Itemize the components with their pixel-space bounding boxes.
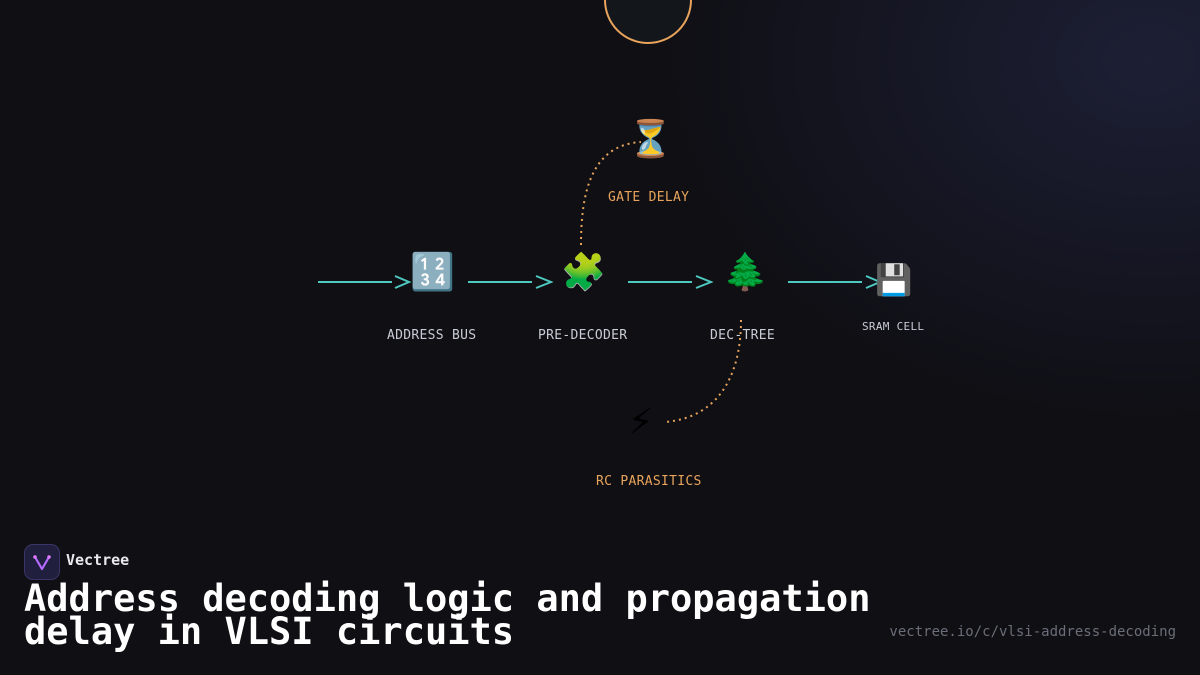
sram-cell-label: SRAM CELL xyxy=(862,320,925,333)
source-url: vectree.io/c/vlsi-address-decoding xyxy=(889,624,1176,640)
lightning-icon: ⚡ xyxy=(628,402,654,443)
page-title: Address decoding logic and propagation d… xyxy=(24,577,871,653)
rc-parasitics-label: RC PARASITICS xyxy=(596,474,702,489)
vectree-logo-icon xyxy=(33,555,51,571)
flow-arrow-3-head xyxy=(695,275,714,289)
gate-delay-label: GATE DELAY xyxy=(608,190,690,205)
pre-decoder-label: PRE-DECODER xyxy=(538,328,628,343)
tree-icon: 🌲 xyxy=(723,252,768,293)
flow-arrow-1-head xyxy=(394,275,412,289)
puzzle-icon: 🧩 xyxy=(561,252,606,293)
brand-logo xyxy=(24,544,60,580)
address-bus-icon: 🔢 xyxy=(410,252,455,293)
rc-parasitics-link xyxy=(664,319,742,423)
address-bus-label: ADDRESS BUS xyxy=(387,328,477,343)
floppy-disk-icon: 💾 xyxy=(875,263,913,298)
brand-name: Vectree xyxy=(66,551,130,569)
dec-tree-label: DEC-TREE xyxy=(710,328,776,343)
hourglass-icon: ⏳ xyxy=(628,119,673,160)
flow-arrow-2-head xyxy=(535,275,554,289)
flow-arrow-4-head xyxy=(865,275,883,289)
